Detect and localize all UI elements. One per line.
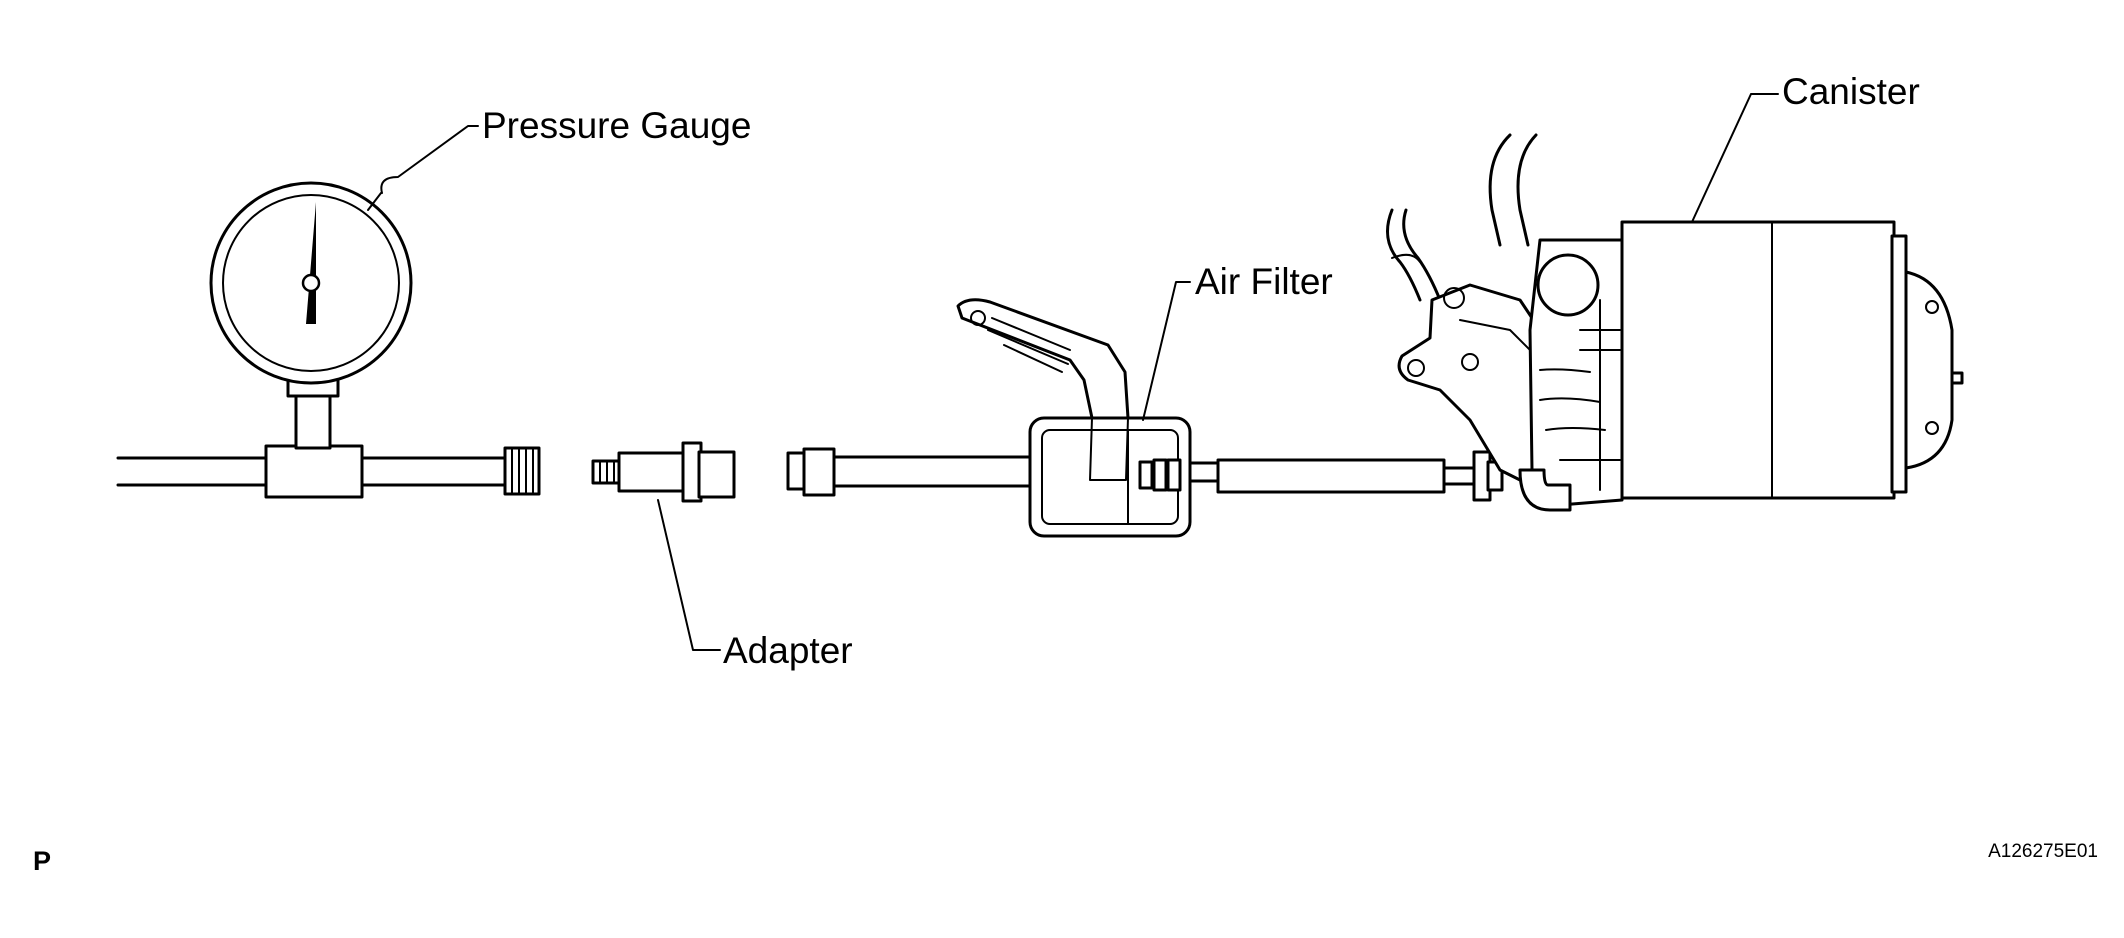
label-canister: Canister — [1782, 71, 1920, 112]
pressure-gauge — [116, 181, 541, 499]
adapter — [591, 441, 736, 503]
figure-code: A126275E01 — [1988, 841, 2098, 862]
label-pressure-gauge: Pressure Gauge — [482, 105, 751, 146]
air-filter-assembly — [786, 298, 1504, 538]
leader-lines — [367, 93, 1779, 651]
corner-mark: P — [33, 846, 51, 876]
canister — [1386, 133, 1964, 512]
label-air-filter: Air Filter — [1195, 261, 1333, 302]
label-adapter: Adapter — [723, 630, 853, 671]
